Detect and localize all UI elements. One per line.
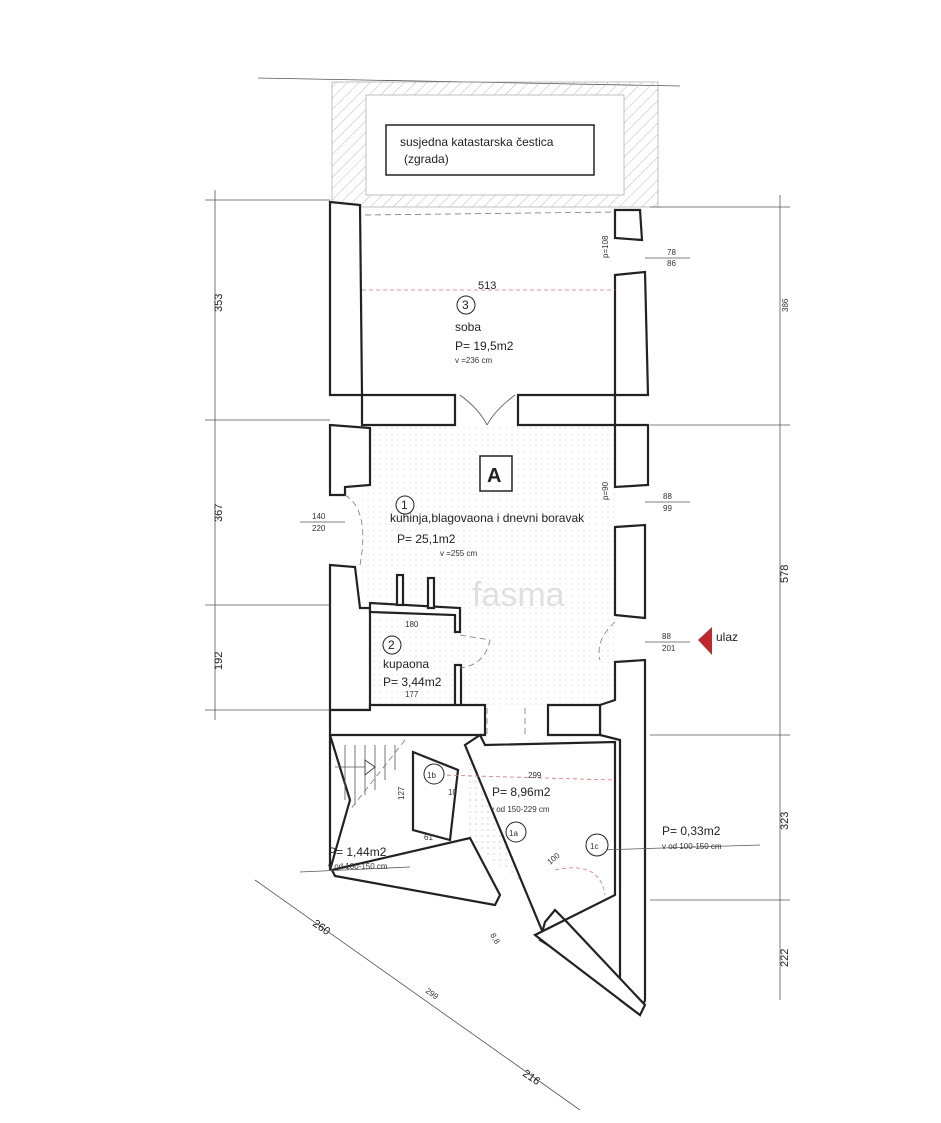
room-1a-height: v od 150-229 cm	[490, 805, 550, 814]
room-3: 513 3 soba P= 19,5m2 v =236 cm	[455, 280, 514, 365]
dim-right-2: 578	[779, 565, 791, 583]
window-2-parapet: p=90	[601, 481, 610, 500]
dim-diagonal-3: 216	[520, 1068, 542, 1088]
room-1b-number: 1b	[427, 771, 436, 780]
unit-label: A	[479, 455, 513, 492]
stairs	[335, 739, 406, 811]
bottom-door-dim: 8,8	[488, 932, 502, 947]
dim-left-1: 353	[213, 294, 225, 312]
room-1c-number: 1c	[590, 842, 598, 851]
dimension-lines	[205, 190, 790, 1111]
room-1b-dim-bottom: 61	[424, 833, 433, 842]
room-1-number: 1	[401, 498, 408, 512]
dim-left-2: 367	[213, 504, 225, 522]
room-1-height: v =255 cm	[440, 549, 477, 558]
dim-right-4: 222	[779, 949, 791, 967]
door-left-width: 140	[312, 512, 326, 521]
dim-right-3: 323	[779, 812, 791, 830]
entrance-label: ulaz	[716, 630, 738, 644]
walls	[328, 200, 650, 1017]
dim-left-3: 192	[213, 652, 225, 670]
unit-letter: A	[487, 465, 501, 487]
entrance-marker: ulaz	[698, 627, 738, 655]
room-3-name: soba	[455, 320, 481, 334]
room-1: 1 kuhinja,blagovaona i dnevni boravak P=…	[390, 495, 585, 558]
room-2-name: kupaona	[383, 657, 429, 671]
outside-area-height: v od 100-150 cm	[662, 842, 722, 851]
neighbor-parcel: susjedna katastarska čestica (zgrada)	[257, 77, 681, 208]
room-3-number: 3	[462, 298, 469, 312]
neighbor-label-box	[385, 124, 595, 176]
room-1-area: P= 25,1m2	[397, 532, 456, 546]
stairs-area-size: P= 1,44m2	[328, 845, 387, 859]
room-1-name: kuhinja,blagovaona i dnevni boravak	[390, 511, 585, 525]
door-left-height: 220	[312, 524, 326, 533]
room-2-number: 2	[388, 638, 395, 652]
room-1b-dim-side: 127	[397, 786, 406, 800]
doors	[344, 394, 616, 896]
room-2-dim-bottom: 177	[405, 690, 419, 699]
room-1c: 1c	[585, 833, 609, 857]
room-1a-dim-top: 299	[528, 771, 542, 780]
window-1-parapet: p=108	[601, 235, 610, 258]
watermark: fasma	[472, 576, 565, 614]
room-2: 180 2 kupaona P= 3,44m2 177	[382, 620, 442, 699]
room-3-area: P= 19,5m2	[455, 339, 514, 353]
room-3-height: v =236 cm	[455, 356, 492, 365]
stairs-area-height: v od 100-150 cm	[328, 862, 388, 871]
dim-diagonal-1: 260	[310, 918, 332, 938]
window-2-height: 99	[663, 504, 672, 513]
window-1-width: 78	[667, 248, 676, 257]
neighbor-label: susjedna katastarska čestica	[400, 135, 554, 149]
room-1b: 1b 10 127 61	[397, 763, 457, 842]
entry-door-width: 88	[662, 632, 671, 641]
outside-area-size: P= 0,33m2	[662, 824, 721, 838]
window-1-height: 86	[667, 259, 676, 268]
room-1b-dim-small: 10	[448, 788, 457, 797]
stairs-area: P= 1,44m2 v od 100-150 cm	[328, 845, 388, 871]
neighbor-sublabel: (zgrada)	[404, 152, 449, 166]
dim-right-1: 386	[781, 298, 790, 312]
room-1a-area: P= 8,96m2	[492, 785, 551, 799]
room-1a: 299 P= 8,96m2 v od 150-229 cm 1a 100	[490, 771, 562, 867]
room-2-dim-top: 180	[405, 620, 419, 629]
room-2-area: P= 3,44m2	[383, 675, 442, 689]
stairs-arrow-icon	[364, 759, 376, 777]
dim-diagonal-2: 299	[424, 986, 441, 1001]
room-1a-number: 1a	[509, 829, 518, 838]
entry-door-height: 201	[662, 644, 676, 653]
room-3-width: 513	[478, 280, 496, 292]
entrance-arrow-icon	[698, 627, 712, 655]
outside-area: P= 0,33m2 v od 100-150 cm	[662, 824, 722, 851]
window-2-width: 88	[663, 492, 672, 501]
